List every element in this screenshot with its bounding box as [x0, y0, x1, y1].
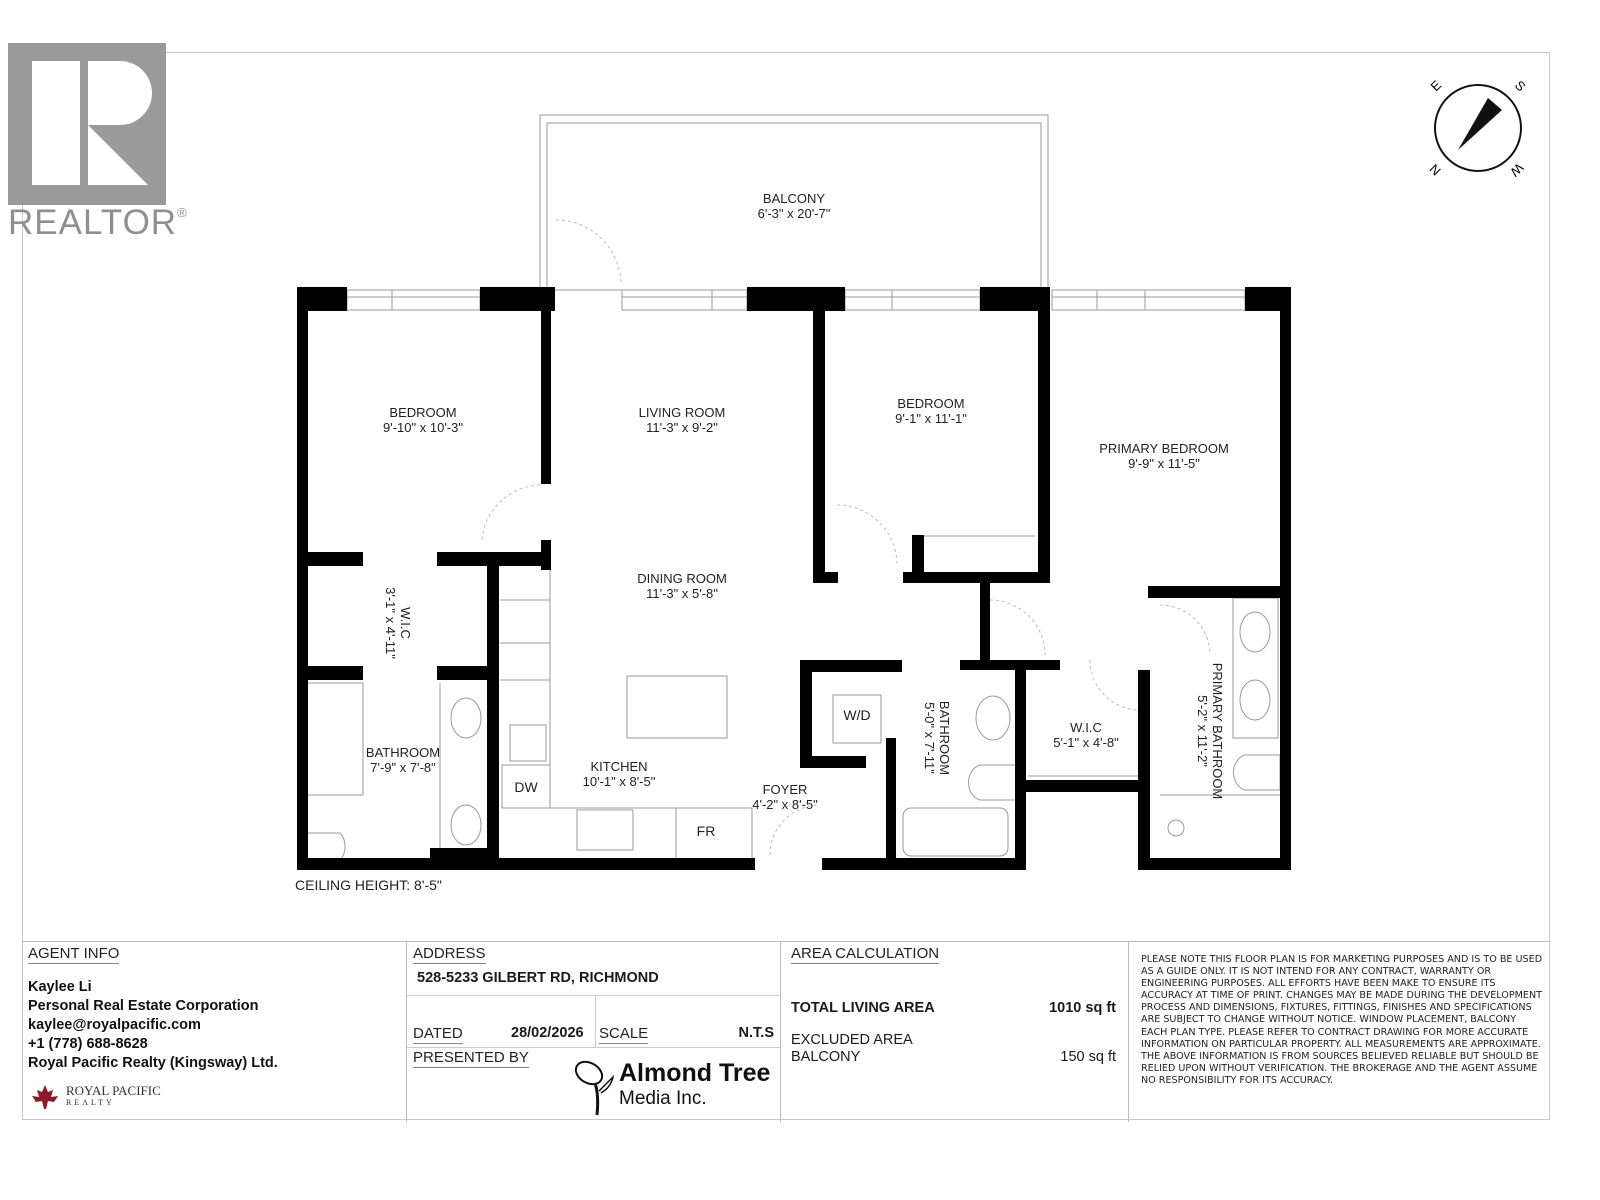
disclaimer-text: PLEASE NOTE THIS FLOOR PLAN IS FOR MARKE… — [1141, 954, 1543, 1086]
scale-value: N.T.S — [738, 1025, 774, 1041]
realtor-logo-icon — [8, 43, 166, 205]
almond-leaf-icon — [574, 1060, 615, 1116]
fridge-label: FR — [696, 823, 716, 839]
dishwasher-label: DW — [514, 779, 538, 795]
agent-brokerage: Royal Pacific Realty (Kingsway) Ltd. — [28, 1055, 278, 1071]
agent-title: Personal Real Estate Corporation — [28, 998, 259, 1014]
almond-tree-logo: Almond Tree Media Inc. — [573, 1055, 783, 1119]
address-header: ADDRESS — [413, 945, 486, 964]
balcony-area-value: 150 sq ft — [1060, 1049, 1116, 1065]
excluded-area-row: EXCLUDED AREA — [791, 1032, 1116, 1048]
total-living-area-value: 1010 sq ft — [1049, 1000, 1116, 1016]
compass-icon: E S N W — [1427, 77, 1529, 180]
floor-plan-drawing — [297, 114, 1291, 870]
excluded-area-label: EXCLUDED AREA — [791, 1032, 913, 1048]
agent-email[interactable]: kaylee@royalpacific.com — [28, 1017, 201, 1033]
area-header: AREA CALCULATION — [791, 945, 940, 964]
page-frame — [22, 52, 1550, 1120]
scale-label: SCALE — [599, 1025, 649, 1044]
balcony-area-label: BALCONY — [791, 1049, 861, 1065]
realtor-wordmark: REALTOR® — [8, 203, 188, 242]
agent-info-panel: AGENT INFO Kaylee Li Personal Real Estat… — [22, 942, 406, 1122]
balcony-area-row: BALCONY 150 sq ft — [791, 1049, 1116, 1065]
address-panel: ADDRESS 528-5233 GILBERT RD, RICHMOND DA… — [406, 942, 780, 1122]
agent-phone[interactable]: +1 (778) 688-8628 — [28, 1036, 148, 1052]
agent-info-header: AGENT INFO — [28, 945, 120, 964]
washer-dryer-label: W/D — [843, 707, 871, 723]
address-value: 528-5233 GILBERT RD, RICHMOND — [417, 970, 659, 986]
dated-label: DATED — [413, 1025, 463, 1044]
total-living-area-label: TOTAL LIVING AREA — [791, 1000, 935, 1016]
agent-name: Kaylee Li — [28, 979, 92, 995]
area-calculation-panel: AREA CALCULATION TOTAL LIVING AREA 1010 … — [780, 942, 1128, 1122]
maple-leaf-icon — [32, 1085, 58, 1109]
presenter-name: Almond Tree — [619, 1059, 771, 1087]
presenter-sub: Media Inc. — [619, 1088, 707, 1109]
ceiling-height: CEILING HEIGHT: 8'-5" — [295, 877, 442, 893]
dated-value: 28/02/2026 — [511, 1025, 584, 1041]
presented-by-label: PRESENTED BY — [413, 1049, 529, 1068]
agent-details: Kaylee Li Personal Real Estate Corporati… — [28, 978, 278, 1073]
disclaimer-panel: PLEASE NOTE THIS FLOOR PLAN IS FOR MARKE… — [1128, 942, 1550, 1122]
total-living-area-row: TOTAL LIVING AREA 1010 sq ft — [791, 1000, 1116, 1016]
info-footer: AGENT INFO Kaylee Li Personal Real Estat… — [22, 941, 1550, 1122]
